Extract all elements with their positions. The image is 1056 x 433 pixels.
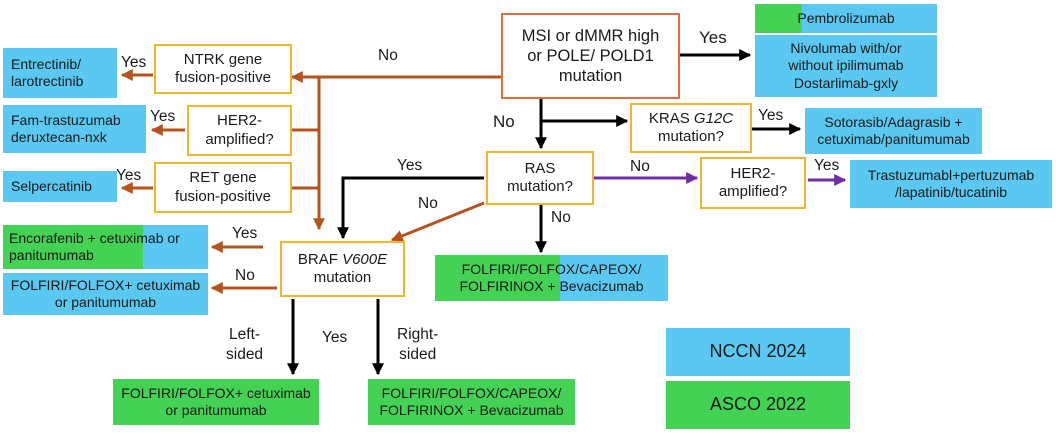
folfiri-right-line2: FOLFIRINOX + Bevacizumab	[379, 402, 564, 418]
label-braf-yes-down: Yes	[322, 329, 348, 346]
her2-left-line1: HER2-	[216, 112, 262, 130]
legend-asco: ASCO 2022	[666, 381, 850, 429]
msi-line2: or POLE/ POLD1	[527, 46, 654, 65]
folfiri-left-line2: or panitumumab	[165, 402, 267, 418]
legend-nccn: NCCN 2024	[666, 328, 850, 376]
ret-question: RET gene fusion-positive	[154, 162, 292, 213]
entrectinib-box: Entrectinib/ larotrectinib	[3, 48, 117, 98]
fam-trastuzumab-box: Fam-trastuzumab deruxtecan-nxk	[3, 105, 146, 153]
legend-asco-label: ASCO 2022	[709, 394, 807, 415]
folfiri-right-line1: FOLFIRI/FOLFOX/CAPEOX/	[381, 384, 562, 401]
selpercatinib-box: Selpercatinib	[3, 171, 117, 202]
label-braf-no: No	[235, 267, 255, 284]
folfiri-braf-no-line2: or panitumumab	[54, 294, 157, 310]
trastuzumab-line1: Trastuzumabl+pertuzumab	[867, 166, 1035, 183]
folfiri-left-sided-box: FOLFIRI/FOLFOX+ cetuximab or panitumumab	[113, 379, 319, 425]
label-her2-left-yes: Yes	[150, 108, 176, 125]
label-braf-yes: Yes	[232, 225, 258, 242]
label-ras-no-down: No	[551, 209, 571, 226]
msi-line1: MSI or dMMR high	[521, 26, 660, 45]
msi-line3: mutation	[558, 67, 623, 86]
right-sided-line1: Right-	[397, 326, 439, 343]
ras-line2: mutation?	[507, 178, 573, 195]
braf-line2: mutation	[313, 269, 372, 286]
nivolumab-line2: without ipilimumab	[788, 57, 904, 74]
ntrk-question: NTRK gene fusion-positive	[154, 44, 292, 94]
encorafenib-line1: Encorafenib + cetuximab or	[9, 229, 180, 246]
fam-trastuzumab-line1: Fam-trastuzumab	[11, 111, 121, 128]
her2-right-line1: HER2-	[730, 164, 776, 182]
label-left-sided: Left- sided	[226, 325, 263, 365]
label-right-sided: Right- sided	[397, 325, 438, 365]
legend-nccn-label: NCCN 2024	[709, 341, 807, 362]
selpercatinib-text: Selpercatinib	[11, 177, 92, 194]
her2-right-line2: amplified?	[718, 183, 788, 200]
left-sided-line1: Left-	[229, 326, 261, 343]
folfiri-braf-no-box: FOLFIRI/FOLFOX+ cetuximab or panitumumab	[3, 273, 208, 315]
nivolumab-line1: Nivolumab with/or	[790, 40, 902, 57]
arrow-ras-yes-to-braf	[337, 176, 484, 240]
msi-dmmr-question: MSI or dMMR high or POLE/ POLD1 mutation	[501, 13, 680, 99]
encorafenib-box: Encorafenib + cetuximab or panitumumab	[3, 225, 208, 269]
sotorasib-box: Sotorasib/Adagrasib + cetuximab/panitumu…	[805, 108, 982, 154]
left-sided-line2: sided	[226, 346, 264, 364]
her2-left-question: HER2- amplified?	[187, 105, 292, 156]
ras-question: RAS mutation?	[486, 151, 594, 205]
label-root-no-left: No	[378, 47, 398, 64]
folfiri-braf-no-line1: FOLFIRI/FOLFOX+ cetuximab	[10, 276, 201, 293]
label-ras-no-braf: No	[418, 195, 438, 212]
kras-prefix: KRAS	[648, 109, 694, 127]
entrectinib-line2: larotrectinib	[11, 73, 84, 89]
ret-line1: RET gene	[189, 169, 257, 187]
braf-question: BRAF V600E mutation	[280, 241, 405, 297]
folfiri-ras-no-line1: FOLFIRI/FOLFOX/CAPEOX/	[461, 260, 642, 277]
arrow-ras-no-to-braf	[390, 201, 485, 242]
label-root-no-down: No	[493, 112, 515, 131]
label-ntrk-yes: Yes	[121, 54, 147, 71]
folfiri-ras-no-box: FOLFIRI/FOLFOX/CAPEOX/ FOLFIRINOX + Beva…	[435, 255, 668, 301]
pembrolizumab-box: Pembrolizumab	[755, 4, 937, 33]
label-root-yes: Yes	[699, 28, 727, 47]
sotorasib-line1: Sotorasib/Adagrasib +	[824, 113, 963, 130]
kras-question: KRAS G12C mutation?	[630, 103, 752, 153]
right-sided-line2: sided	[399, 346, 437, 364]
fam-trastuzumab-line2: deruxtecan-nxk	[11, 129, 107, 145]
ntrk-line2: fusion-positive	[175, 69, 271, 86]
trastuzumab-line2: /lapatinib/tucatinib	[894, 184, 1008, 200]
trastuzumab-box: Trastuzumabl+pertuzumab /lapatinib/tucat…	[850, 160, 1052, 208]
label-kras-yes: Yes	[758, 107, 784, 124]
her2-left-line2: amplified?	[205, 130, 274, 148]
sotorasib-line2: cetuximab/panitumumab	[817, 131, 970, 147]
label-ras-no-her2: No	[630, 158, 650, 175]
folfiri-right-sided-box: FOLFIRI/FOLFOX/CAPEOX/ FOLFIRINOX + Beva…	[368, 379, 575, 425]
label-ret-yes: Yes	[116, 167, 142, 184]
braf-gene: V600E	[342, 250, 388, 268]
label-ras-yes: Yes	[397, 157, 423, 174]
label-her2-right-yes: Yes	[814, 157, 840, 174]
entrectinib-line1: Entrectinib/	[11, 55, 82, 72]
braf-prefix: BRAF	[297, 250, 343, 268]
ret-line2: fusion-positive	[175, 187, 271, 205]
kras-line2: mutation?	[658, 128, 724, 145]
ntrk-line1: NTRK gene	[183, 50, 263, 68]
her2-right-question: HER2- amplified?	[700, 157, 806, 209]
nivolumab-box: Nivolumab with/or without ipilimumab Dos…	[755, 35, 937, 97]
nivolumab-line3: Dostarlimab-gxly	[793, 74, 899, 91]
pembrolizumab-text: Pembrolizumab	[797, 9, 895, 26]
folfiri-ras-no-line2: FOLFIRINOX + Bevacizumab	[459, 278, 644, 294]
kras-gene: G12C	[693, 109, 734, 127]
ras-line1: RAS	[524, 159, 556, 177]
folfiri-left-line1: FOLFIRI/FOLFOX+ cetuximab	[121, 384, 311, 401]
encorafenib-line2: panitumumab	[9, 247, 94, 263]
